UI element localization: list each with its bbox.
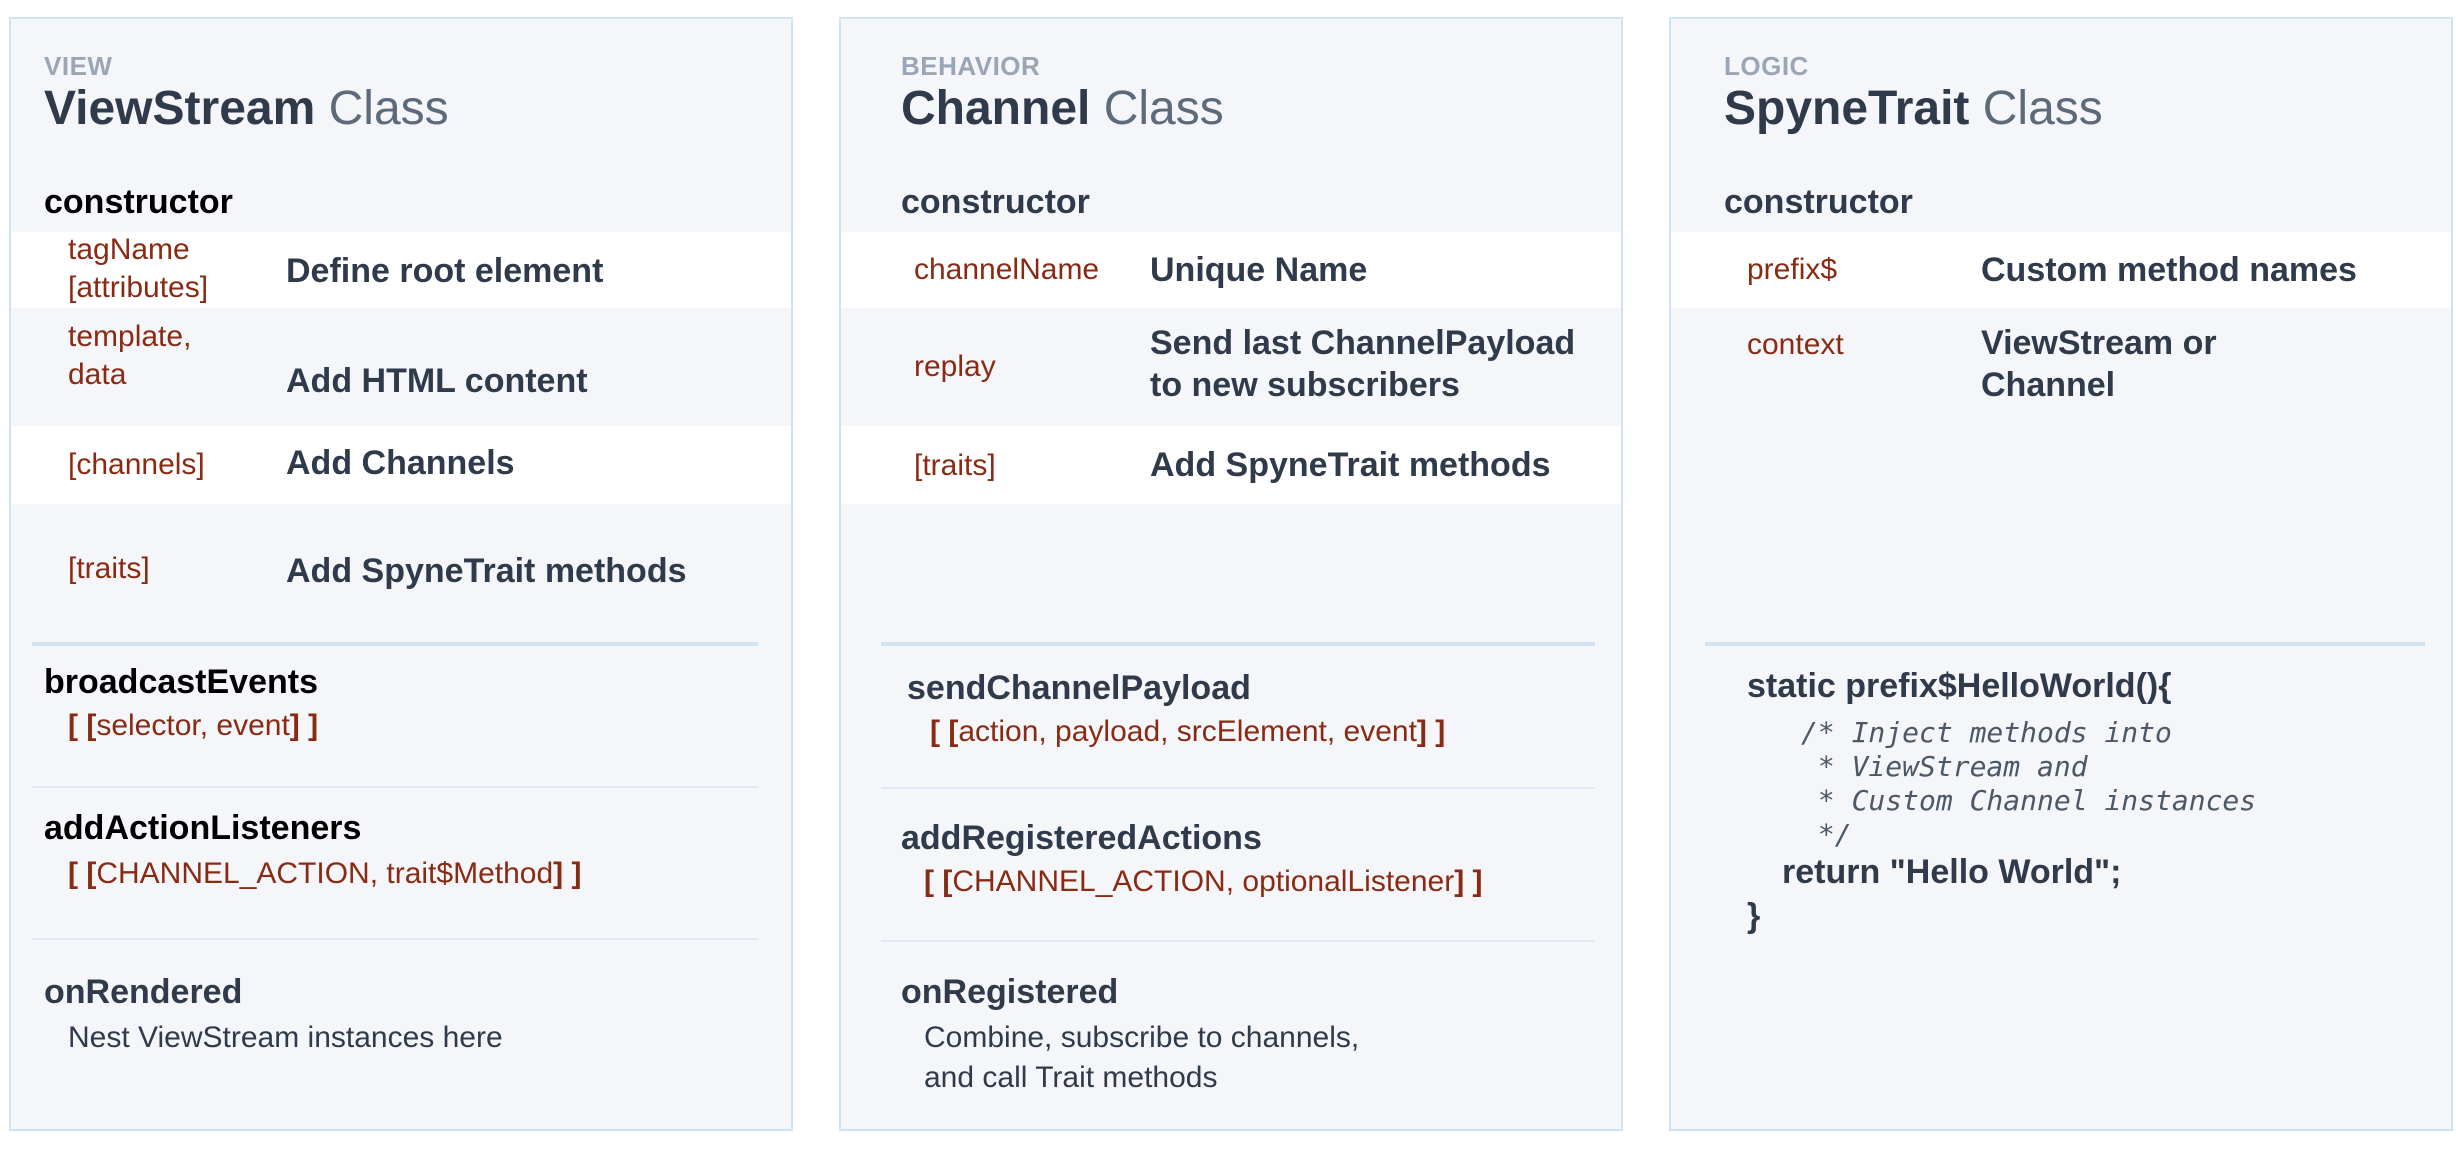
view-desc-tagname: Define root element [286,252,604,290]
view-divider [32,642,758,646]
logic-row-context: context ViewStream or Channel [1671,308,2451,426]
behavior-param-replay: replay [914,350,996,383]
view-desc-template: Add HTML content [286,362,588,400]
view-add-action-listeners-label: addActionListeners [44,809,362,847]
view-broadcast-events-label: broadcastEvents [44,663,318,701]
view-add-action-listeners-args: [ [CHANNEL_ACTION, trait$Method] ] [68,857,582,890]
view-class-word: Class [328,82,449,135]
logic-divider [1705,642,2425,646]
behavior-row-traits: [traits] Add SpyneTrait methods [841,426,1621,504]
logic-code-comment: /* Inject methods into * ViewStream and … [1801,716,2257,851]
behavior-desc-traits: Add SpyneTrait methods [1150,446,1551,484]
behavior-category-label: BEHAVIOR [901,51,1041,81]
behavior-constructor-label: constructor [901,183,1090,221]
logic-desc-context: ViewStream or Channel [1981,324,2217,404]
behavior-param-traits: [traits] [914,449,996,482]
behavior-add-registered-actions-label: addRegisteredActions [901,819,1262,857]
behavior-send-channel-payload-args: [ [action, payload, srcElement, event] ] [930,715,1446,748]
behavior-send-channel-payload-label: sendChannelPayload [907,669,1251,707]
view-param-tagname: tagName [attributes] [68,233,209,304]
logic-code-signature: static prefix$HelloWorld(){ [1747,667,2172,705]
view-category-label: VIEW [44,51,113,81]
logic-row-prefix: prefix$ Custom method names [1671,232,2451,308]
view-row-template: template, data Add HTML content [11,308,791,426]
behavior-on-registered-label: onRegistered [901,973,1119,1011]
view-on-rendered-text: Nest ViewStream instances here [68,1021,503,1054]
view-class-title: ViewStream Class [44,81,449,136]
logic-code-return: return "Hello World"; [1782,853,2122,891]
view-row-tagname: tagName [attributes] Define root element [11,232,791,308]
behavior-panel: BEHAVIOR Channel Class constructor chann… [839,17,1623,1131]
behavior-separator-2 [881,940,1595,942]
behavior-on-registered-text: Combine, subscribe to channels, and call… [924,1021,1360,1094]
view-panel: VIEW ViewStream Class constructor tagNam… [9,17,793,1131]
behavior-class-name: Channel [901,82,1091,135]
view-desc-traits: Add SpyneTrait methods [286,552,687,590]
view-row-channels: [channels] Add Channels [11,426,791,504]
view-param-traits: [traits] [68,552,150,585]
view-param-template: template, data [68,320,192,391]
behavior-separator-1 [881,787,1595,789]
behavior-desc-channelname: Unique Name [1150,251,1368,289]
view-constructor-label: constructor [44,183,233,221]
view-desc-channels: Add Channels [286,444,515,482]
logic-category-label: LOGIC [1724,51,1809,81]
logic-constructor-label: constructor [1724,183,1913,221]
behavior-param-channelname: channelName [914,253,1100,286]
view-class-name: ViewStream [44,82,316,135]
view-separator-2 [32,938,758,940]
view-param-channels: [channels] [68,448,205,481]
logic-param-prefix: prefix$ [1747,253,1838,286]
behavior-class-word: Class [1103,82,1224,135]
behavior-row-channelname: channelName Unique Name [841,232,1621,308]
logic-code-close: } [1747,897,1761,935]
view-broadcast-events-args: [ [selector, event] ] [68,709,319,742]
logic-class-title: SpyneTrait Class [1724,81,2103,136]
logic-class-name: SpyneTrait [1724,82,1970,135]
behavior-desc-replay: Send last ChannelPayload to new subscrib… [1150,324,1576,404]
view-on-rendered-label: onRendered [44,973,243,1011]
logic-class-word: Class [1982,82,2103,135]
behavior-row-replay: replay Send last ChannelPayload to new s… [841,308,1621,426]
logic-panel: LOGIC SpyneTrait Class constructor prefi… [1669,17,2453,1131]
logic-param-context: context [1747,328,1844,361]
behavior-add-registered-actions-args: [ [CHANNEL_ACTION, optionalListener] ] [924,865,1483,898]
behavior-divider [881,642,1595,646]
view-separator-1 [32,786,758,788]
logic-desc-prefix: Custom method names [1981,251,2357,289]
view-row-traits: [traits] Add SpyneTrait methods [11,504,791,624]
behavior-class-title: Channel Class [901,81,1224,136]
